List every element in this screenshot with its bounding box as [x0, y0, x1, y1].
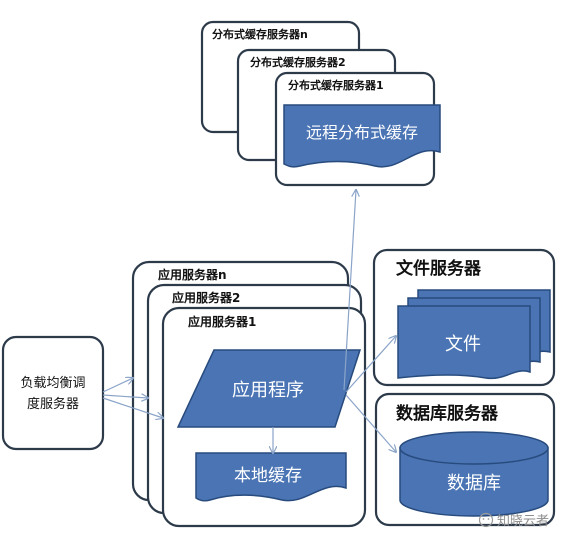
arrow-lb-to-app-n — [102, 378, 133, 393]
watermark: 知晓云者 — [478, 512, 549, 529]
cache-server-1-label: 分布式缓存服务器1 — [288, 78, 384, 92]
arrow-app-to-file-server — [345, 336, 396, 393]
load-balancer-line2: 度服务器 — [27, 396, 79, 412]
load-balancer-line1: 负载均衡调 — [20, 376, 85, 391]
application-shape — [176, 349, 362, 428]
file-server-title: 文件服务器 — [396, 258, 482, 279]
db-server-title: 数据库服务器 — [396, 403, 499, 424]
arrow-app-to-db-server — [345, 394, 396, 452]
cache-server-2-label: 分布式缓存服务器2 — [250, 55, 346, 69]
database-label: 数据库 — [447, 473, 501, 494]
document-label: 文件 — [445, 334, 481, 355]
arrow-lb-to-app-1 — [102, 397, 163, 418]
database-cylinder-top — [399, 431, 549, 465]
local-cache-label: 本地缓存 — [234, 466, 302, 486]
app-server-2-label: 应用服务器2 — [172, 290, 240, 305]
arrow-app-to-remote-cache — [343, 190, 356, 391]
remote-cache-label: 远程分布式缓存 — [306, 123, 418, 142]
app-server-n-label: 应用服务器n — [158, 267, 227, 282]
arrow-lb-to-app-2 — [102, 395, 148, 398]
application-label: 应用程序 — [232, 380, 304, 401]
remote-cache-shape — [283, 104, 441, 168]
watermark-icon — [478, 512, 494, 528]
cache-server-n-label: 分布式缓存服务器n — [212, 27, 308, 41]
app-server-1-label: 应用服务器1 — [188, 314, 256, 329]
database-cylinder — [399, 447, 549, 517]
local-cache-shape — [195, 452, 347, 502]
document-shape-front — [397, 305, 531, 380]
watermark-text: 知晓云者 — [497, 513, 549, 529]
load-balancer-box — [1, 335, 105, 451]
